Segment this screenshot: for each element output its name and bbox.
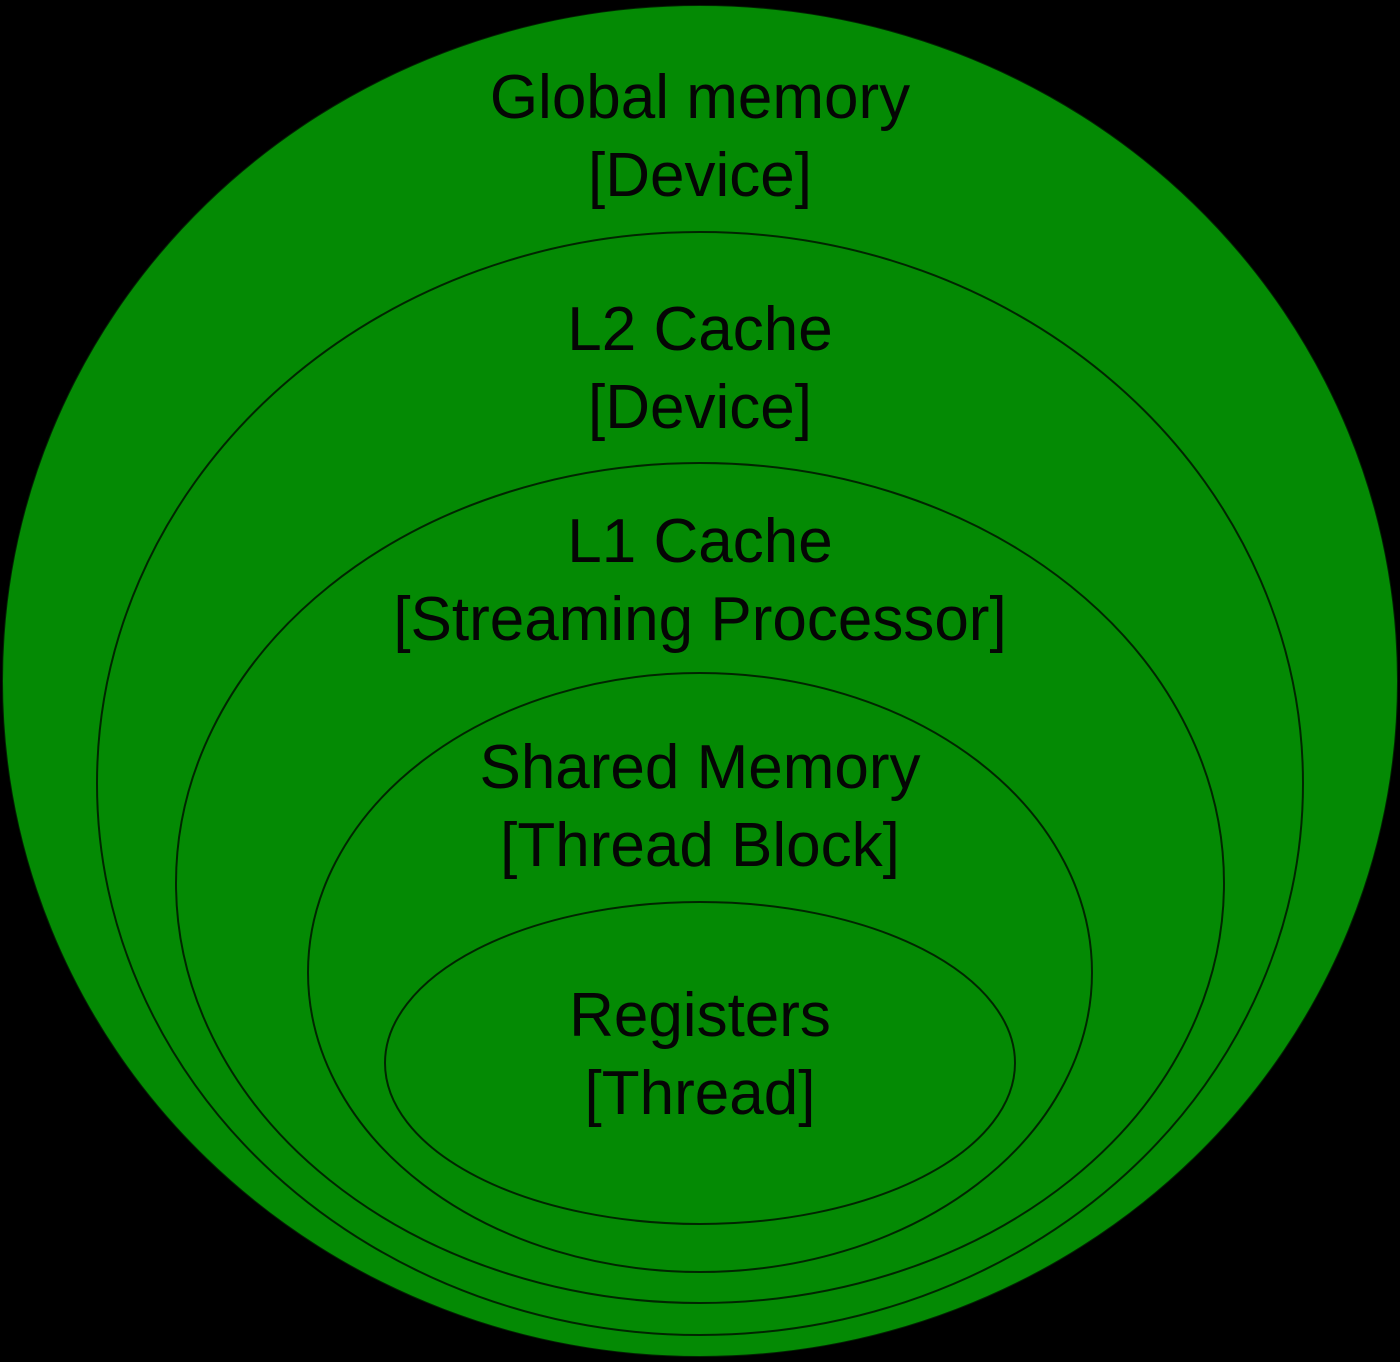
global-memory-label-line2: [Device] xyxy=(588,141,812,210)
l1-cache-label-line2: [Streaming Processor] xyxy=(393,585,1006,654)
l2-cache-label: L2 Cache [Device] xyxy=(567,295,832,442)
registers-label-line1: Registers xyxy=(569,981,831,1050)
l1-cache-label-line1: L1 Cache xyxy=(567,507,832,576)
l1-cache-label: L1 Cache [Streaming Processor] xyxy=(393,507,1006,654)
global-memory-label-line1: Global memory xyxy=(490,63,910,132)
shared-memory-label-line1: Shared Memory xyxy=(479,733,920,802)
registers-ellipse xyxy=(384,901,1016,1225)
shared-memory-label-line2: [Thread Block] xyxy=(500,811,900,880)
l2-cache-label-line1: L2 Cache xyxy=(567,295,832,364)
registers-label: Registers [Thread] xyxy=(569,981,831,1128)
registers-label-line2: [Thread] xyxy=(585,1059,816,1128)
global-memory-label: Global memory [Device] xyxy=(490,63,910,210)
shared-memory-label: Shared Memory [Thread Block] xyxy=(479,733,920,880)
l2-cache-label-line2: [Device] xyxy=(588,373,812,442)
